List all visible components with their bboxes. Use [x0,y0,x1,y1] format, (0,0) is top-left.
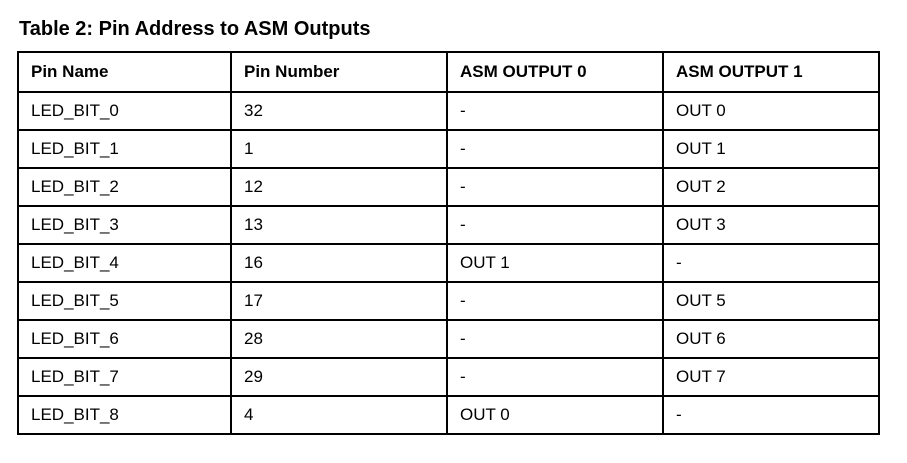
cell-asm-output-1: OUT 6 [662,319,880,359]
cell-pin-number: 28 [230,319,448,359]
cell-asm-output-0: - [446,357,664,397]
cell-pin-name: LED_BIT_5 [17,281,232,321]
cell-pin-number: 4 [230,395,448,435]
cell-asm-output-1: - [662,395,880,435]
cell-asm-output-0: - [446,205,664,245]
cell-asm-output-0: - [446,319,664,359]
table-row: LED_BIT_7 29 - OUT 7 [17,357,880,397]
cell-asm-output-1: OUT 5 [662,281,880,321]
column-header-asm-output-0: ASM OUTPUT 0 [446,51,664,93]
cell-pin-number: 17 [230,281,448,321]
cell-pin-number: 12 [230,167,448,207]
cell-asm-output-0: - [446,281,664,321]
cell-asm-output-0: - [446,129,664,169]
cell-pin-name: LED_BIT_2 [17,167,232,207]
table-row: LED_BIT_8 4 OUT 0 - [17,395,880,435]
cell-asm-output-0: OUT 1 [446,243,664,283]
table-row: LED_BIT_0 32 - OUT 0 [17,91,880,131]
cell-pin-number: 16 [230,243,448,283]
cell-asm-output-0: - [446,91,664,131]
cell-asm-output-0: OUT 0 [446,395,664,435]
cell-pin-name: LED_BIT_3 [17,205,232,245]
cell-pin-name: LED_BIT_7 [17,357,232,397]
table-caption: Table 2: Pin Address to ASM Outputs [19,18,371,40]
cell-pin-name: LED_BIT_4 [17,243,232,283]
table-row: LED_BIT_1 1 - OUT 1 [17,129,880,169]
table-row: LED_BIT_2 12 - OUT 2 [17,167,880,207]
table-row: LED_BIT_6 28 - OUT 6 [17,319,880,359]
cell-pin-number: 13 [230,205,448,245]
cell-asm-output-1: OUT 7 [662,357,880,397]
table-row: LED_BIT_3 13 - OUT 3 [17,205,880,245]
column-header-pin-number: Pin Number [230,51,448,93]
cell-pin-number: 1 [230,129,448,169]
header-row: Pin Name Pin Number ASM OUTPUT 0 ASM OUT… [17,51,880,93]
table-row: LED_BIT_5 17 - OUT 5 [17,281,880,321]
cell-pin-name: LED_BIT_6 [17,319,232,359]
cell-pin-name: LED_BIT_8 [17,395,232,435]
cell-pin-number: 32 [230,91,448,131]
table-body: LED_BIT_0 32 - OUT 0 LED_BIT_1 1 - OUT 1… [17,91,880,435]
cell-asm-output-1: OUT 3 [662,205,880,245]
table-row: LED_BIT_4 16 OUT 1 - [17,243,880,283]
cell-asm-output-0: - [446,167,664,207]
cell-asm-output-1: OUT 2 [662,167,880,207]
cell-pin-name: LED_BIT_1 [17,129,232,169]
column-header-asm-output-1: ASM OUTPUT 1 [662,51,880,93]
cell-asm-output-1: OUT 0 [662,91,880,131]
pin-address-table: Pin Name Pin Number ASM OUTPUT 0 ASM OUT… [17,51,880,435]
cell-asm-output-1: OUT 1 [662,129,880,169]
cell-pin-name: LED_BIT_0 [17,91,232,131]
column-header-pin-name: Pin Name [17,51,232,93]
cell-pin-number: 29 [230,357,448,397]
table-header: Pin Name Pin Number ASM OUTPUT 0 ASM OUT… [17,51,880,93]
cell-asm-output-1: - [662,243,880,283]
